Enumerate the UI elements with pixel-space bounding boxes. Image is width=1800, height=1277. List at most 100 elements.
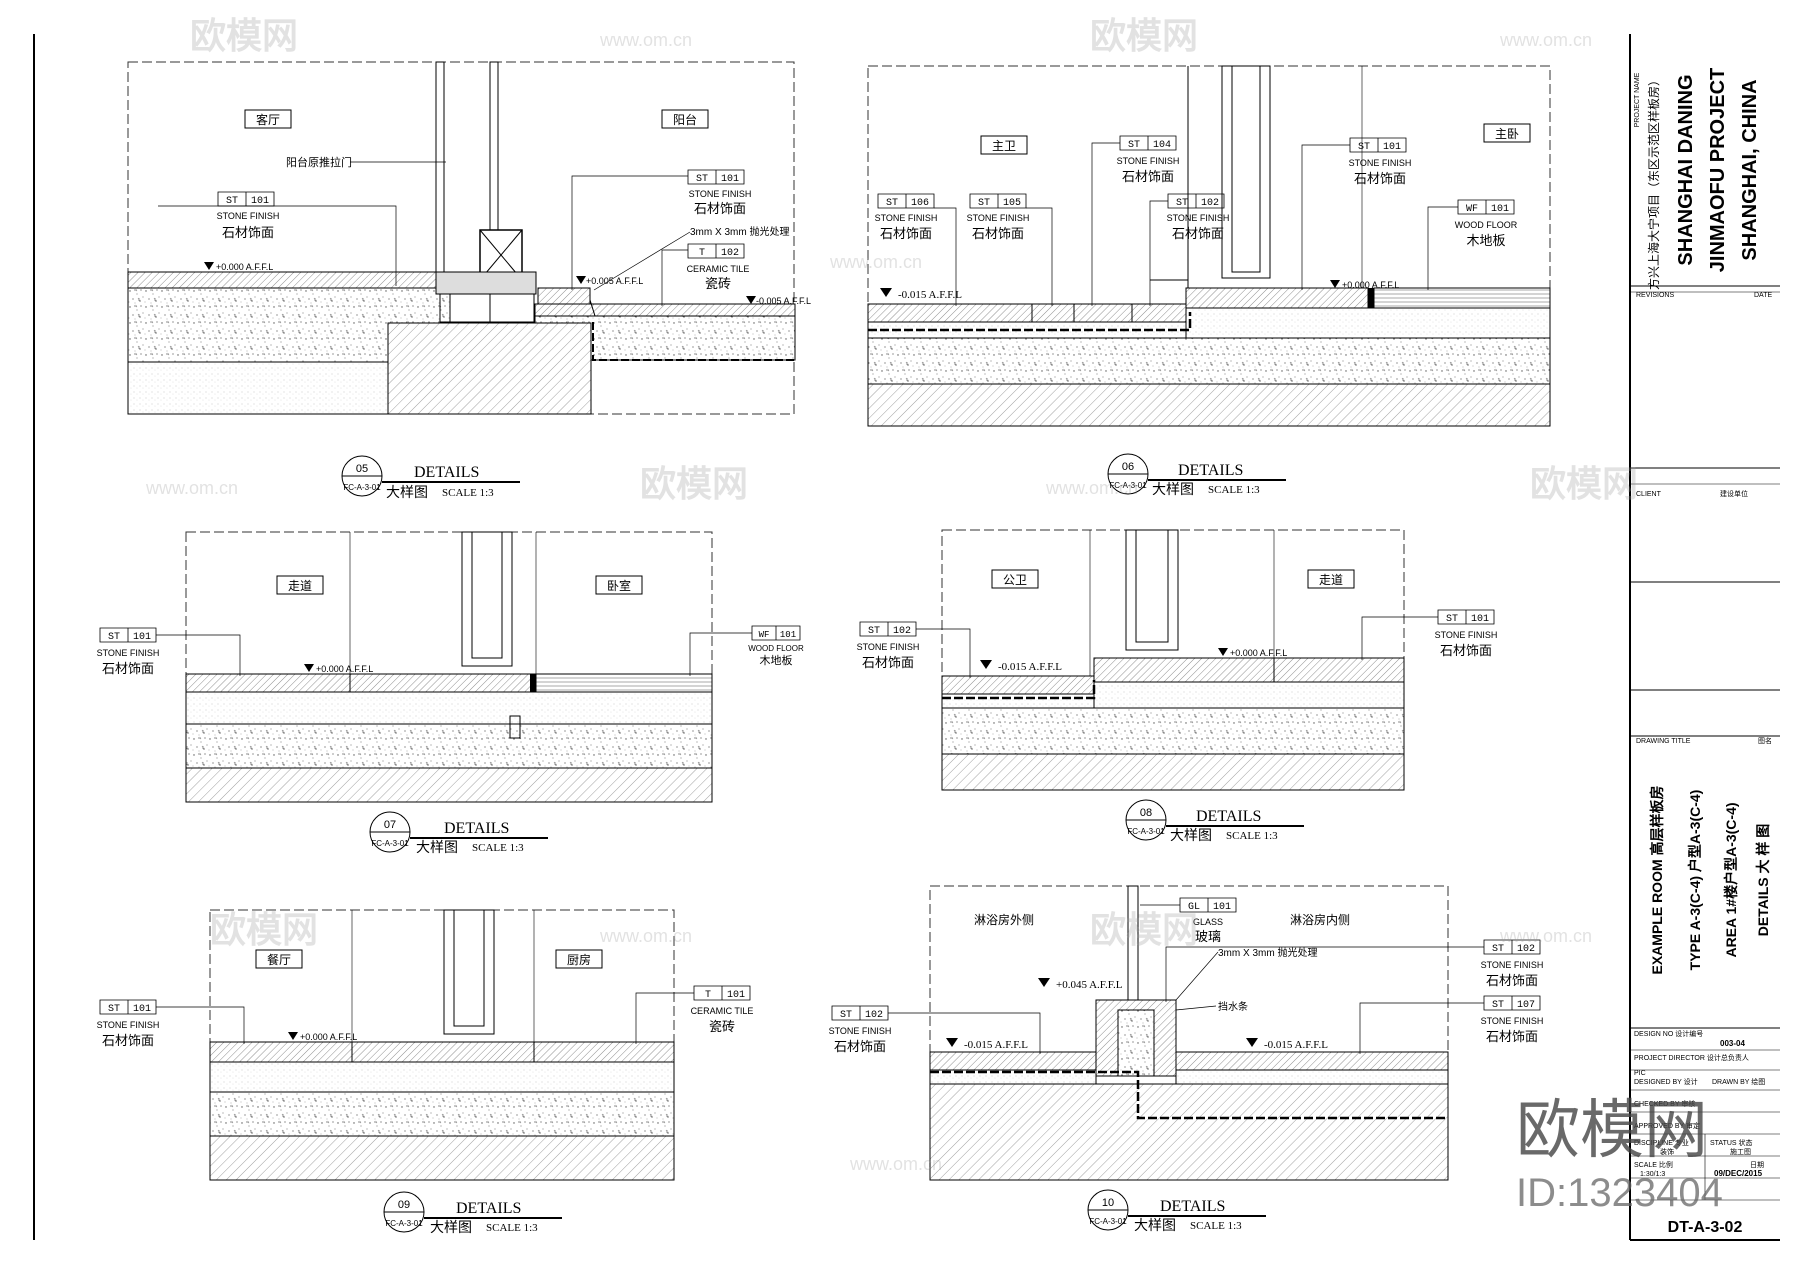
watermark-id: ID:1323404	[1516, 1171, 1723, 1215]
title-line-1: EXAMPLE ROOM 高层样板房	[1649, 785, 1665, 974]
watermark-stamp: 欧模网 ID:1323404	[1516, 1094, 1723, 1215]
tag-cn: 石材饰面	[972, 226, 1024, 241]
room-label: 主卧	[1495, 127, 1519, 141]
detail-ref: FC-A-3-01	[1109, 481, 1147, 490]
detail-title: DETAILS	[456, 1200, 521, 1217]
tag-st-106: ST 106 STONE FINISH 石材饰面	[875, 193, 957, 306]
tag-cn: 石材饰面	[1440, 643, 1492, 658]
status-label: STATUS 状态	[1710, 1138, 1753, 1147]
tag-cn: 瓷砖	[709, 1019, 735, 1034]
status-value: 施工图	[1730, 1147, 1751, 1156]
tag-en: GLASS	[1193, 917, 1223, 927]
tag-code: ST	[696, 174, 708, 185]
tag-en: STONE FINISH	[1117, 156, 1180, 166]
room-label: 卧室	[607, 578, 631, 593]
tag-num: 102	[721, 248, 739, 259]
watermark-url: www.om.cn	[1045, 478, 1138, 498]
watermark-logo: 欧模网	[640, 463, 748, 504]
detail-05: 客厅 阳台 阳台原推拉门 ST 101 STONE FINISH 石材饰面 ST…	[127, 61, 811, 500]
watermark-logo: 欧模网	[190, 15, 298, 56]
tag-cn: 玻璃	[1195, 929, 1221, 944]
detail-ref: FC-A-3-01	[1127, 827, 1165, 836]
detail-number: 09	[398, 1199, 410, 1211]
project-director: PROJECT DIRECTOR 设计总负责人	[1634, 1053, 1749, 1062]
tag-wf-101: WF 101 WOOD FLOOR 木地板	[1427, 199, 1518, 290]
tag-num: 101	[133, 1004, 151, 1015]
drawing-title-label: DRAWING TITLE	[1636, 738, 1691, 745]
room-label: 客厅	[256, 112, 280, 127]
tag-en: STONE FINISH	[97, 648, 160, 658]
detail-10: 淋浴房外侧 淋浴房内侧 GL 101 GLASS 玻璃 3mm X 3mm 抛光…	[829, 885, 1544, 1233]
watermark-url: www.om.cn	[1499, 30, 1592, 50]
room-label: 阳台	[673, 112, 697, 127]
tag-en: WOOD FLOOR	[748, 644, 804, 653]
tag-cn: 石材饰面	[834, 1039, 886, 1054]
tag-en: STONE FINISH	[97, 1020, 160, 1030]
detail-ref: FC-A-3-01	[1089, 1217, 1127, 1226]
tag-cn: 石材饰面	[222, 225, 274, 240]
project-en-2: JINMAOFU PROJECT	[1707, 68, 1729, 272]
title-line-3: AREA 1#楼户型A-3(C-4)	[1723, 802, 1739, 957]
approved-by: APPROVED BY 审定	[1634, 1121, 1700, 1130]
room-label: 走道	[1319, 573, 1343, 587]
tag-num: 107	[1517, 1000, 1535, 1011]
tag-cn: 石材饰面	[1122, 169, 1174, 184]
detail-sub: 大样图	[386, 484, 428, 500]
tag-num: 101	[780, 630, 796, 640]
tag-cn: 瓷砖	[705, 276, 731, 291]
tag-num: 101	[1471, 614, 1489, 625]
checked-by: CHECKED BY 审核	[1634, 1099, 1695, 1108]
joint-note: 3mm X 3mm 抛光处理	[1218, 946, 1317, 959]
project-en-3: SHANGHAI, CHINA	[1739, 79, 1761, 260]
strip-note: 挡水条	[1218, 1000, 1248, 1013]
detail-ref: FC-A-3-01	[343, 483, 381, 492]
watermark-url: www.om.cn	[599, 926, 692, 946]
tag-cn: 石材饰面	[1486, 1029, 1538, 1044]
tag-cn: 石材饰面	[102, 1033, 154, 1048]
designed-by: DESIGNED BY 设计	[1634, 1077, 1698, 1086]
door-note: 阳台原推拉门	[286, 155, 352, 169]
tag-en: STONE FINISH	[967, 213, 1030, 223]
tag-num: 101	[1383, 142, 1401, 153]
tag-cn: 石材饰面	[694, 201, 746, 216]
discipline-value: 装饰	[1660, 1147, 1674, 1156]
title-line-2: TYPE A-3(C-4) 户型A-3(C-4)	[1687, 790, 1703, 971]
title-block: PROJECT NAME 方兴上海大宁项目（东区示范区样板房） SHANGHAI…	[1629, 34, 1780, 1241]
detail-sub: 大样图	[1152, 481, 1194, 497]
tag-en: STONE FINISH	[1481, 1016, 1544, 1026]
joint-note: 3mm X 3mm 抛光处理	[690, 225, 789, 238]
tag-code: ST	[840, 1010, 852, 1021]
tag-num: 101	[1213, 902, 1231, 913]
tag-code: WF	[1466, 204, 1478, 215]
tag-code: ST	[1128, 140, 1140, 151]
pic-label: PIC	[1634, 1070, 1646, 1077]
project-name-label: PROJECT NAME	[1634, 72, 1641, 127]
tag-en: STONE FINISH	[857, 642, 920, 652]
project-cn: 方兴上海大宁项目（东区示范区样板房）	[1646, 74, 1661, 290]
tag-en: STONE FINISH	[1435, 630, 1498, 640]
detail-number: 08	[1140, 807, 1152, 819]
tag-code: ST	[1446, 614, 1458, 625]
tag-en: STONE FINISH	[829, 1026, 892, 1036]
elev-label: +0.045 A.F.F.L	[1056, 979, 1123, 991]
detail-07: 走道 卧室 ST 101 STONE FINISH 石材饰面 WF 101 WO…	[97, 531, 804, 855]
tag-num: 106	[911, 198, 929, 209]
watermark-logo: 欧模网	[1090, 909, 1198, 950]
detail-number: 06	[1122, 461, 1134, 473]
room-label: 淋浴房外侧	[974, 912, 1034, 927]
drawing-title-cn: 图名	[1758, 736, 1772, 745]
date-label: DATE	[1754, 292, 1772, 299]
detail-sub: 大样图	[430, 1219, 472, 1235]
tag-en: STONE FINISH	[875, 213, 938, 223]
tag-num: 102	[1517, 944, 1535, 955]
elev-label: -0.015 A.F.F.L	[1264, 1039, 1328, 1051]
room-label: 公卫	[1003, 573, 1027, 587]
watermark-logo: 欧模网	[210, 909, 318, 950]
detail-sub: 大样图	[1170, 827, 1212, 843]
tag-en: STONE FINISH	[689, 189, 752, 199]
detail-title: DETAILS	[1178, 462, 1243, 479]
title-line-4: DETAILS 大 样 图	[1755, 824, 1771, 937]
detail-06: 主卫 主卧 ST 106 STONE FINISH 石材饰面 ST 105 ST…	[867, 65, 1551, 497]
tag-code: ST	[978, 198, 990, 209]
